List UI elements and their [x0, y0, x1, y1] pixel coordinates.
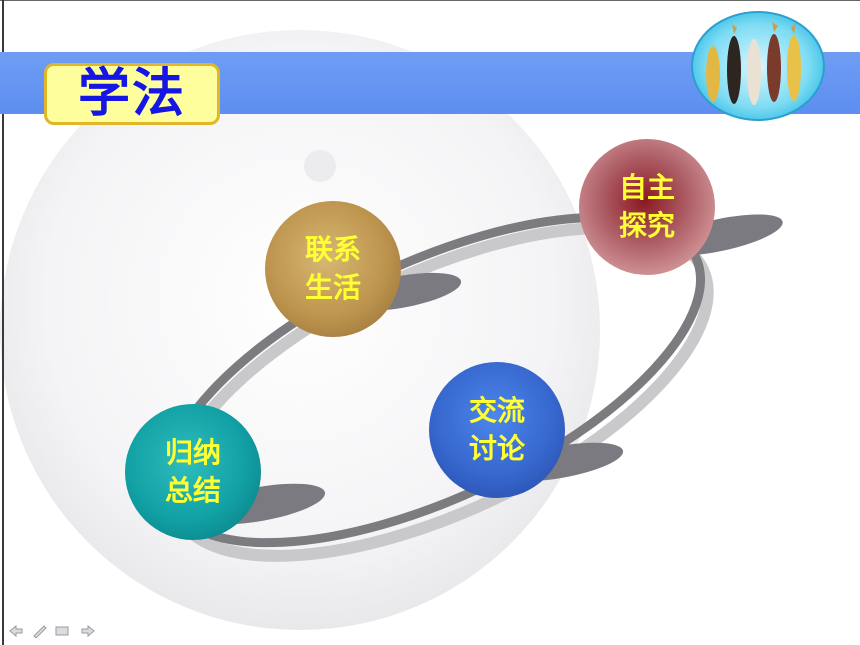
corn-image-icon	[690, 10, 826, 122]
page-title: 学法	[77, 63, 186, 124]
node-lianxi-shenghuo[interactable]: 联系 生活	[265, 201, 401, 337]
title-box: 学法	[44, 63, 220, 125]
nav-menu-icon[interactable]	[55, 626, 69, 636]
node-label: 自主 探究	[618, 171, 675, 242]
nav-back-icon[interactable]	[9, 624, 23, 638]
node-jiaoliu-taolun[interactable]: 交流 讨论	[429, 362, 565, 498]
node-zizhu-tanjiu[interactable]: 自主 探究	[579, 139, 715, 275]
node-guina-zongjie[interactable]: 归纳 总结	[125, 404, 261, 540]
nav-pen-icon[interactable]	[33, 625, 47, 638]
nav-forward-icon[interactable]	[81, 624, 95, 638]
slide-navigation	[9, 624, 95, 638]
node-label: 联系 生活	[304, 233, 361, 304]
top-border	[0, 0, 860, 1]
left-border	[2, 0, 4, 645]
node-label: 交流 讨论	[468, 394, 525, 465]
node-label: 归纳 总结	[164, 436, 221, 507]
background-small-circle	[304, 150, 336, 182]
